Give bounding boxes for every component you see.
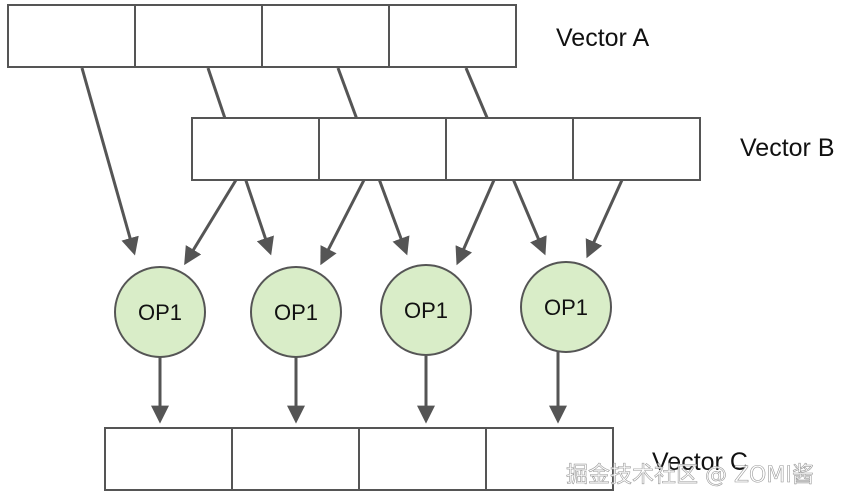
vector-a-cell-4 — [388, 4, 517, 68]
vector-c-label: Vector C — [652, 448, 748, 476]
op-node-4-circle — [520, 261, 612, 353]
vector-c-cell-1 — [104, 427, 233, 491]
vector-c-cell-2 — [231, 427, 360, 491]
op-node-4: OP1 — [520, 261, 612, 353]
op-node-1-circle — [114, 266, 206, 358]
arrow-a1-to-op1 — [80, 67, 139, 256]
vector-b: Vector B — [191, 117, 835, 181]
vector-c-cell-4 — [485, 427, 614, 491]
arrow-b4-to-op4 — [585, 179, 624, 259]
vector-b-cell-1 — [191, 117, 320, 181]
vector-a-label: Vector A — [556, 24, 649, 52]
arrow-b2-to-op2 — [320, 179, 366, 266]
vector-b-label: Vector B — [740, 134, 835, 162]
vector-b-cell-2 — [318, 117, 447, 181]
vector-b-cell-4 — [572, 117, 701, 181]
vector-a: Vector A — [7, 4, 649, 68]
vector-c-cell-3 — [358, 427, 487, 491]
op-node-3-circle — [380, 264, 472, 356]
op-node-1: OP1 — [114, 266, 206, 358]
op-node-2: OP1 — [250, 266, 342, 358]
vector-a-cell-2 — [134, 4, 263, 68]
arrow-b3-to-op3 — [455, 179, 496, 266]
op-node-4-label: OP1 — [544, 295, 588, 320]
op-node-2-label: OP1 — [274, 300, 318, 325]
op-node-3: OP1 — [380, 264, 472, 356]
arrow-b1-to-op1 — [184, 179, 238, 266]
vector-c: Vector C — [104, 427, 748, 491]
vector-b-cell-3 — [445, 117, 574, 181]
op-node-2-circle — [250, 266, 342, 358]
vector-a-cell-1 — [7, 4, 136, 68]
op-node-1-label: OP1 — [138, 300, 182, 325]
watermark-text: 掘金技术社区 @ ZOMI酱 — [566, 463, 814, 488]
vector-a-cell-3 — [261, 4, 390, 68]
op-node-3-label: OP1 — [404, 298, 448, 323]
op-nodes: OP1 OP1 OP1 OP1 — [114, 261, 612, 358]
